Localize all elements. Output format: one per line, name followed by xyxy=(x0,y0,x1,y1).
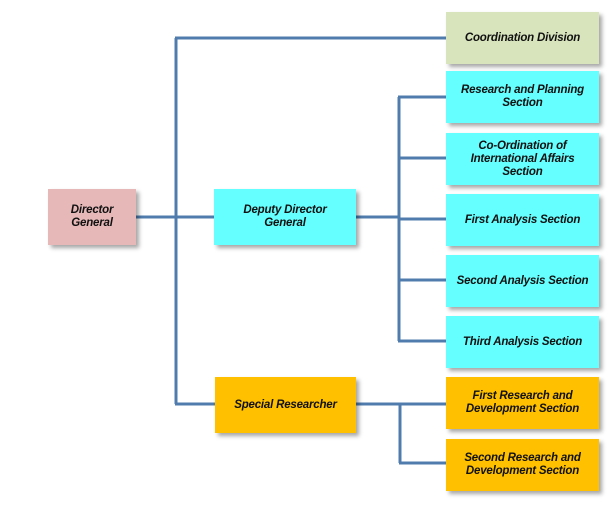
node-deputy-director-general: Deputy Director General xyxy=(214,189,356,245)
node-coordination-division: Coordination Division xyxy=(446,12,599,64)
node-first-rd-section: First Research and Development Section xyxy=(446,377,599,429)
node-label: Third Analysis Section xyxy=(462,335,583,348)
node-label: Special Researcher xyxy=(234,398,337,411)
node-special-researcher: Special Researcher xyxy=(215,377,356,433)
node-label: Co-Ordination of International Affairs S… xyxy=(470,139,575,178)
node-label: Research and Planning Section xyxy=(461,84,584,109)
node-label: First Analysis Section xyxy=(464,213,581,226)
node-label: Deputy Director General xyxy=(243,204,327,229)
node-second-analysis-section: Second Analysis Section xyxy=(446,255,599,307)
node-label: Second Analysis Section xyxy=(456,274,589,287)
node-label: First Research and Development Section xyxy=(465,390,580,415)
node-first-analysis-section: First Analysis Section xyxy=(446,194,599,246)
node-label: Second Research and Development Section xyxy=(464,452,581,477)
node-label: Director General xyxy=(70,204,114,229)
node-label: Coordination Division xyxy=(464,31,581,44)
node-international-affairs-section: Co-Ordination of International Affairs S… xyxy=(446,133,599,185)
node-research-planning-section: Research and Planning Section xyxy=(446,71,599,123)
node-second-rd-section: Second Research and Development Section xyxy=(446,439,599,491)
node-director-general: Director General xyxy=(48,189,136,245)
node-third-analysis-section: Third Analysis Section xyxy=(446,316,599,368)
